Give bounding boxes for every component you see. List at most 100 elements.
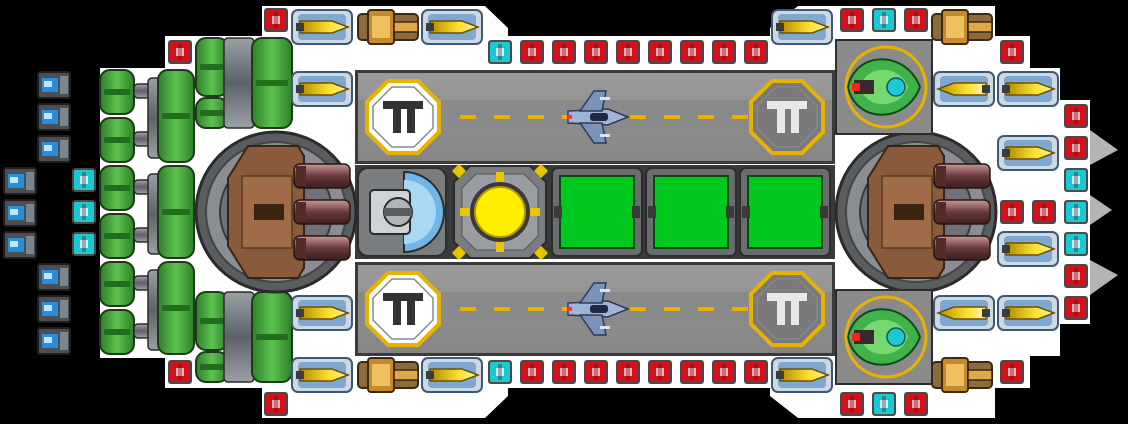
armor-plate-icon[interactable] (680, 40, 704, 64)
armor-plate-icon[interactable] (744, 40, 768, 64)
armor-plate-icon[interactable] (72, 200, 96, 224)
armor-plate-icon[interactable] (168, 40, 192, 64)
cargo-bay-icon[interactable] (739, 167, 831, 257)
armor-plate-icon[interactable] (264, 8, 288, 32)
missile-pod-icon[interactable] (997, 231, 1059, 267)
armor-plate-icon[interactable] (1064, 136, 1088, 160)
engine-tank[interactable] (251, 37, 293, 129)
engine-tank[interactable] (99, 165, 135, 211)
armor-plate-icon[interactable] (712, 40, 736, 64)
engine-tank[interactable] (99, 309, 135, 355)
heavy-launcher-icon[interactable] (357, 9, 419, 45)
drone-bay[interactable] (835, 289, 933, 385)
missile-pod-icon[interactable] (291, 295, 353, 331)
missile-pod-icon[interactable] (933, 71, 995, 107)
module-row (355, 163, 835, 261)
armor-plate-icon[interactable] (904, 392, 928, 416)
armor-plate-icon[interactable] (840, 8, 864, 32)
missile-pod-icon[interactable] (291, 357, 353, 393)
armor-plate-icon[interactable] (1064, 168, 1088, 192)
armor-plate-icon[interactable] (72, 168, 96, 192)
armor-plate-icon[interactable] (872, 8, 896, 32)
thruster-icon[interactable] (3, 231, 37, 259)
thruster-icon[interactable] (37, 71, 71, 99)
engine-tank[interactable] (99, 69, 135, 115)
cargo-bay-icon[interactable] (645, 167, 737, 257)
drone-icon[interactable] (846, 58, 922, 116)
drone-bay[interactable] (835, 39, 933, 135)
hangar-upper[interactable] (355, 70, 835, 164)
thruster-icon[interactable] (37, 327, 71, 355)
armor-plate-icon[interactable] (840, 392, 864, 416)
armor-plate-icon[interactable] (584, 360, 608, 384)
thruster-icon[interactable] (37, 135, 71, 163)
armor-plate-icon[interactable] (168, 360, 192, 384)
engine-tank[interactable] (251, 291, 293, 383)
armor-plate-icon[interactable] (1064, 232, 1088, 256)
missile-pod-icon[interactable] (997, 135, 1059, 171)
armor-plate-icon[interactable] (616, 40, 640, 64)
armor-plate-icon[interactable] (1032, 200, 1056, 224)
armor-plate-icon[interactable] (712, 360, 736, 384)
engine-tank[interactable] (195, 291, 229, 351)
thruster-icon[interactable] (37, 103, 71, 131)
armor-plate-icon[interactable] (552, 360, 576, 384)
armor-plate-icon[interactable] (1064, 296, 1088, 320)
missile-pod-icon[interactable] (771, 357, 833, 393)
armor-plate-icon[interactable] (680, 360, 704, 384)
missile-pod-icon[interactable] (291, 9, 353, 45)
armor-plate-icon[interactable] (1000, 360, 1024, 384)
engine-tank[interactable] (157, 69, 195, 163)
cannon-turret-icon[interactable] (834, 130, 998, 294)
armor-plate-icon[interactable] (744, 360, 768, 384)
thruster-icon[interactable] (37, 295, 71, 323)
hangar-lower[interactable] (355, 262, 835, 356)
armor-plate-icon[interactable] (1064, 104, 1088, 128)
engine-tank[interactable] (195, 351, 229, 383)
missile-pod-icon[interactable] (933, 295, 995, 331)
engine-tank[interactable] (195, 97, 229, 129)
armor-plate-icon[interactable] (264, 392, 288, 416)
fighter-icon[interactable] (567, 282, 631, 336)
missile-pod-icon[interactable] (997, 295, 1059, 331)
engine-tank[interactable] (99, 213, 135, 259)
armor-plate-icon[interactable] (488, 40, 512, 64)
missile-pod-icon[interactable] (771, 9, 833, 45)
armor-plate-icon[interactable] (872, 392, 896, 416)
missile-pod-icon[interactable] (997, 71, 1059, 107)
armor-plate-icon[interactable] (1064, 264, 1088, 288)
armor-plate-icon[interactable] (616, 360, 640, 384)
armor-plate-icon[interactable] (1064, 200, 1088, 224)
engine-tank[interactable] (195, 37, 229, 97)
cannon-turret-icon[interactable] (194, 130, 358, 294)
cargo-bay-icon[interactable] (551, 167, 643, 257)
heavy-launcher-icon[interactable] (931, 357, 993, 393)
armor-plate-icon[interactable] (520, 360, 544, 384)
thruster-icon[interactable] (3, 199, 37, 227)
armor-plate-icon[interactable] (552, 40, 576, 64)
thruster-icon[interactable] (3, 167, 37, 195)
fighter-icon[interactable] (567, 90, 631, 144)
reactor-core[interactable] (451, 163, 549, 261)
armor-plate-icon[interactable] (1000, 40, 1024, 64)
armor-plate-icon[interactable] (584, 40, 608, 64)
missile-pod-icon[interactable] (421, 357, 483, 393)
missile-pod-icon[interactable] (421, 9, 483, 45)
armor-plate-icon[interactable] (904, 8, 928, 32)
engine-tank[interactable] (99, 261, 135, 307)
armor-plate-icon[interactable] (648, 360, 672, 384)
sensor-dome[interactable] (357, 167, 447, 257)
armor-plate-icon[interactable] (648, 40, 672, 64)
armor-plate-icon[interactable] (72, 232, 96, 256)
heavy-launcher-icon[interactable] (931, 9, 993, 45)
engine-tank[interactable] (157, 165, 195, 259)
engine-tank[interactable] (157, 261, 195, 355)
missile-pod-icon[interactable] (291, 71, 353, 107)
armor-plate-icon[interactable] (1000, 200, 1024, 224)
drone-icon[interactable] (846, 308, 922, 366)
thruster-icon[interactable] (37, 263, 71, 291)
heavy-launcher-icon[interactable] (357, 357, 419, 393)
armor-plate-icon[interactable] (488, 360, 512, 384)
armor-plate-icon[interactable] (520, 40, 544, 64)
engine-tank[interactable] (99, 117, 135, 163)
